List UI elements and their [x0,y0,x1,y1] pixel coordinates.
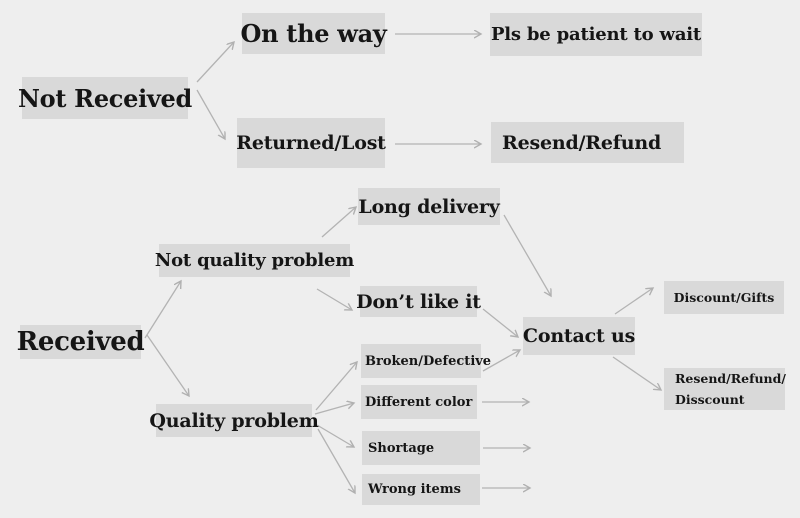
arrow-quality-problem-to-broken-defective [315,362,357,411]
arrow-not-received-to-on-the-way [196,42,234,83]
node-wrong-items: Wrong items [362,474,480,505]
node-resend-refund: Resend/Refund [491,122,684,163]
node-resend-refund-disscount: Resend/Refund/ Disscount [664,368,786,410]
arrow-quality-problem-to-shortage [316,424,354,447]
node-on-the-way: On the way [240,13,387,54]
arrow-quality-problem-to-wrong-items [317,428,355,493]
arrow-broken-defective-to-contact-us [482,350,520,372]
node-resend-refund-disscount-line1: Resend/Refund/ [675,371,786,386]
arrow-quality-problem-to-different-color [314,403,354,415]
node-different-color: Different color [361,385,477,419]
node-received: Received [16,325,145,359]
node-broken-defective: Broken/Defective [361,344,491,378]
arrow-contact-us-to-discount-gifts [614,288,653,315]
node-not-received: Not Received [18,77,192,119]
node-not-quality-problem: Not quality problem [155,244,354,277]
node-returned-lost: Returned/Lost [236,118,386,168]
arrow-contact-us-to-resend-refund-disscount [612,356,661,390]
arrow-received-to-quality-problem [146,334,189,396]
node-resend-refund-disscount-line2: Disscount [675,392,745,407]
arrow-not-quality-problem-to-dont-like-it [316,288,352,310]
node-long-delivery: Long delivery [358,188,500,225]
arrow-not-received-to-returned-lost [196,89,225,139]
node-shortage: Shortage [362,431,480,465]
node-quality-problem: Quality problem [149,404,319,437]
arrow-not-quality-problem-to-long-delivery [321,207,356,238]
node-discount-gifts: Discount/Gifts [664,281,784,314]
arrow-received-to-not-quality-problem [144,281,181,339]
node-dont-like-it: Don’t like it [356,286,481,317]
arrow-dont-like-it-to-contact-us [482,308,518,337]
node-contact-us: Contact us [523,317,635,355]
node-pls-be-patient-to-wait: Pls be patient to wait [490,13,702,56]
arrow-long-delivery-to-contact-us [503,214,551,296]
